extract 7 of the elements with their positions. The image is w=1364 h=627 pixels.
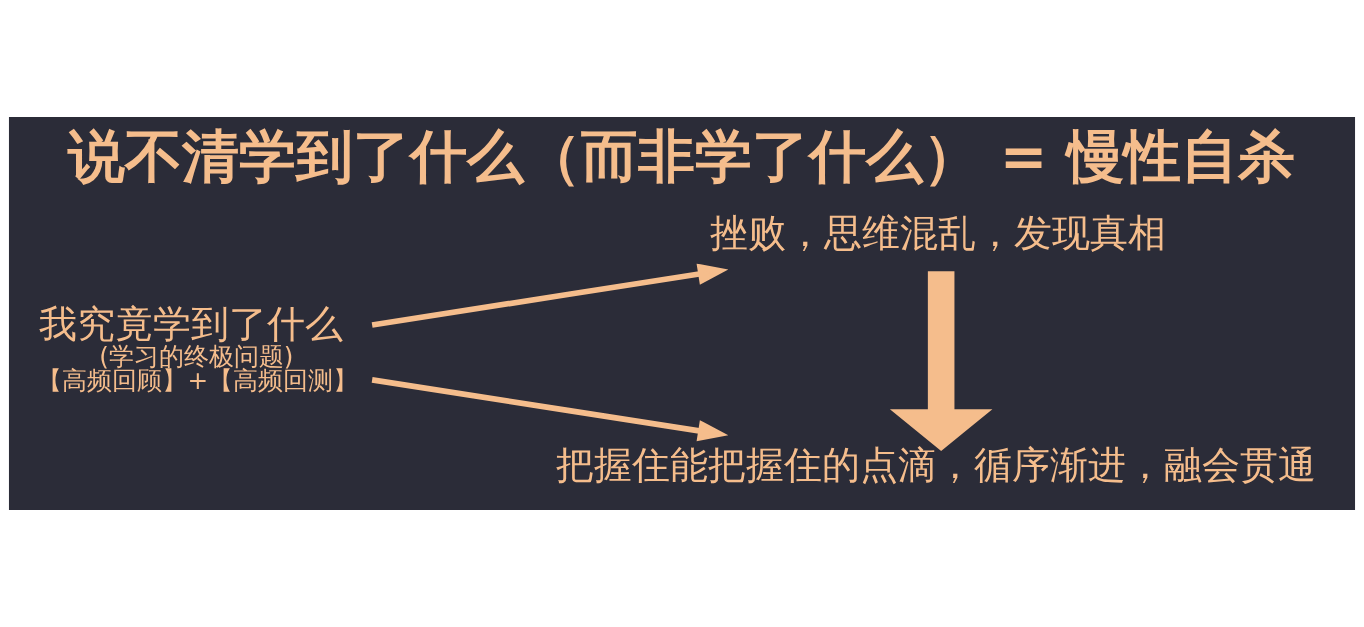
node-text: 我究竟学到了什么 (学习的终极问题) 【高频回顾】+【高频回测】 — [37, 302, 359, 396]
arrow — [889, 271, 993, 451]
node-text: 把握住能把握住的点滴，循序渐进，融会贯通 — [555, 442, 1316, 487]
diagram-title: 说不清学到了什么（而非学了什么） = 慢性自杀 — [67, 122, 1296, 189]
arrow — [371, 263, 729, 328]
arrow — [371, 377, 729, 442]
node-text: 挫败，思维混乱，发现真相 — [709, 211, 1166, 256]
